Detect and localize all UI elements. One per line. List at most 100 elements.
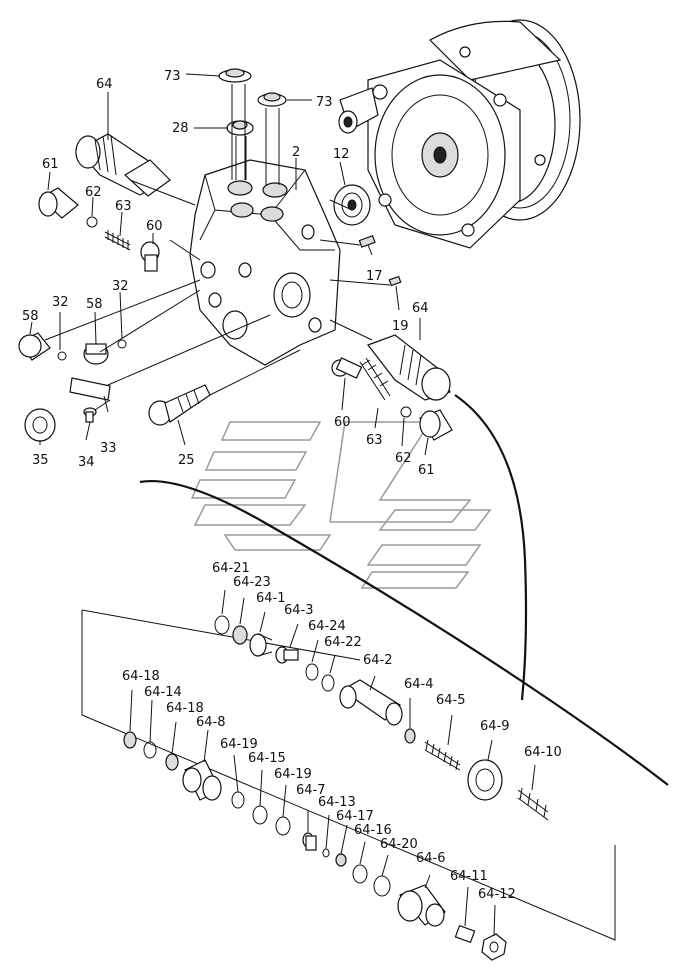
- label-61: 61: [418, 463, 435, 478]
- label-60: 60: [146, 219, 163, 234]
- detail-frame: [81, 609, 616, 941]
- ring-64-23: [232, 625, 248, 645]
- motor-housing: [338, 19, 581, 249]
- label-64-22: 64-22: [324, 635, 362, 650]
- label-64-24: 64-24: [308, 619, 346, 634]
- label-64-15: 64-15: [248, 751, 286, 766]
- label-64-12: 64-12: [478, 887, 516, 902]
- label-12: 12: [333, 147, 350, 162]
- oring-64-14: [143, 741, 157, 759]
- poppet-60-lower: [331, 357, 363, 379]
- label-64-11: 64-11: [450, 869, 488, 884]
- label-64-10: 64-10: [524, 745, 562, 760]
- label-64-19: 64-19: [220, 737, 258, 752]
- label-64-20: 64-20: [380, 837, 418, 852]
- seal-32-right: [117, 339, 127, 349]
- label-64-4: 64-4: [404, 677, 434, 692]
- label-64-19: 64-19: [274, 767, 312, 782]
- label-64-18: 64-18: [122, 669, 160, 684]
- label-64-7: 64-7: [296, 783, 326, 798]
- label-64-23: 64-23: [233, 575, 271, 590]
- label-61: 61: [42, 157, 59, 172]
- seal-32-left: [57, 351, 67, 361]
- label-64-3: 64-3: [284, 603, 314, 618]
- bushing-64-8: [182, 759, 222, 801]
- ring-64-19-right: [275, 816, 291, 836]
- label-64-2: 64-2: [363, 653, 393, 668]
- cap-64-9: [467, 759, 503, 801]
- oring-64-13: [322, 848, 330, 858]
- ring-64-19-left: [231, 791, 245, 809]
- label-60: 60: [334, 415, 351, 430]
- poppet-64-3: [275, 646, 299, 664]
- label-64-13: 64-13: [318, 795, 356, 810]
- bearing-12: [333, 184, 371, 226]
- spring-63-upper: [104, 230, 131, 251]
- label-58: 58: [22, 309, 39, 324]
- spring-64-5: [424, 739, 461, 771]
- pin-17: [358, 235, 376, 248]
- label-73: 73: [316, 95, 333, 110]
- label-64-16: 64-16: [354, 823, 392, 838]
- label-62: 62: [85, 185, 102, 200]
- label-32: 32: [112, 279, 129, 294]
- label-64: 64: [412, 301, 429, 316]
- label-64-9: 64-9: [480, 719, 510, 734]
- label-64-21: 64-21: [212, 561, 250, 576]
- flange-35: [24, 408, 56, 442]
- ring-64-24: [305, 663, 319, 681]
- label-64: 64: [96, 77, 113, 92]
- spring-63-lower: [359, 357, 391, 401]
- cap-73-upper: [218, 68, 252, 83]
- label-35: 35: [32, 453, 49, 468]
- piston-64-7: [302, 832, 317, 851]
- ring-64-17: [335, 853, 347, 867]
- label-25: 25: [178, 453, 195, 468]
- label-19: 19: [392, 319, 409, 334]
- cap-73-lower: [257, 92, 287, 107]
- bolt-34: [83, 407, 97, 423]
- screw-64-11: [454, 924, 476, 944]
- plug-61-upper: [38, 187, 79, 219]
- label-73: 73: [164, 69, 181, 84]
- label-64-18: 64-18: [166, 701, 204, 716]
- label-64-14: 64-14: [144, 685, 182, 700]
- label-63: 63: [115, 199, 132, 214]
- label-64-1: 64-1: [256, 591, 286, 606]
- ring-64-4: [404, 728, 416, 744]
- sleeve-64-2: [339, 679, 403, 726]
- label-32: 32: [52, 295, 69, 310]
- oring-64-21: [214, 615, 230, 635]
- oring-64-15: [252, 805, 268, 825]
- relief-valve-64-upper: [75, 133, 171, 197]
- nut-64-12: [481, 933, 507, 961]
- label-58: 58: [86, 297, 103, 312]
- plug-61-lower: [419, 409, 453, 441]
- label-17: 17: [366, 269, 383, 284]
- poppet-60-upper: [140, 241, 160, 272]
- pin-19: [388, 275, 402, 287]
- body-64-6: [397, 884, 446, 927]
- detail-boundary-curve: [139, 480, 669, 786]
- label-2: 2: [292, 145, 300, 160]
- label-33: 33: [100, 441, 117, 456]
- ring-64-20: [373, 875, 391, 897]
- plug-58-right: [83, 343, 109, 365]
- ring-64-18-left: [123, 731, 137, 749]
- plug-58-left: [18, 332, 51, 361]
- label-64-6: 64-6: [416, 851, 446, 866]
- label-28: 28: [172, 121, 189, 136]
- ring-64-18-right: [165, 753, 179, 771]
- label-62: 62: [395, 451, 412, 466]
- cap-28: [226, 120, 254, 136]
- label-64-17: 64-17: [336, 809, 374, 824]
- label-64-8: 64-8: [196, 715, 226, 730]
- seat-64-1: [249, 633, 273, 657]
- label-34: 34: [78, 455, 95, 470]
- label-63: 63: [366, 433, 383, 448]
- oring-62-lower: [400, 406, 412, 418]
- valve-body: [189, 159, 341, 366]
- oring-64-16: [352, 864, 368, 884]
